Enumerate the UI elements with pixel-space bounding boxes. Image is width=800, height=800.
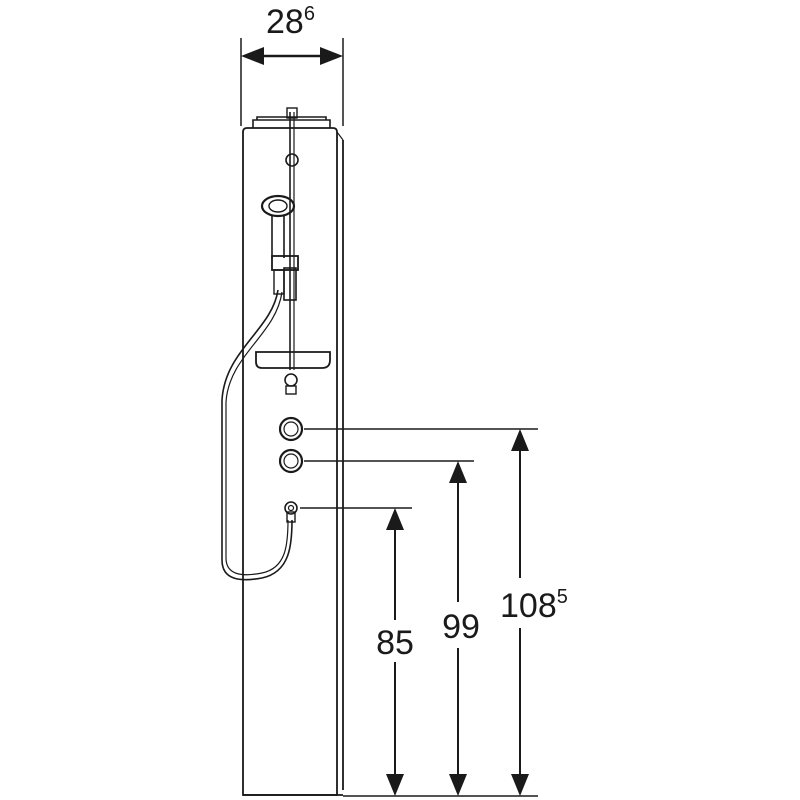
wall-outlet-center [287,504,295,512]
upper-control-height-label: 1085 [500,586,568,625]
rail-top-mount [286,107,298,119]
outlet-height-dimension: 85 [376,508,414,796]
hose-connector [273,269,285,295]
slider-holder [271,255,299,271]
shower-hose [221,289,293,581]
upper-control-knob-inner [283,421,299,437]
upper-control-arrow-bottom [511,774,529,796]
panel-top-cap [252,116,331,128]
lower-control-arrow-bottom [449,774,467,796]
width-arrow-left [241,47,264,65]
lower-control-knob [278,448,304,474]
rail-upper-bracket [285,153,299,167]
lower-control-arrow-top [449,461,467,483]
soap-shelf [255,351,331,369]
lower-control-knob-inner [283,453,299,469]
upper-control-height-dimension: 1085 [500,429,568,796]
outlet-arrow-top [386,508,404,530]
width-label: 286 [266,3,315,41]
upper-control-arrow-top [511,429,529,451]
width-dimension [240,38,344,126]
hand-shower-head [260,194,296,218]
width-arrow-right [320,47,343,65]
lower-control-height-label: 99 [442,608,480,646]
wall-outlet [284,501,298,515]
hand-shower-handle [271,215,285,258]
panel-side-edge-inner [336,131,344,141]
rail-lower-bracket [284,373,298,387]
upper-control-knob [278,416,304,442]
lower-control-height-dimension: 99 [442,461,480,796]
panel-outline [242,127,338,796]
wall-outlet-fitting [286,511,296,523]
outlet-arrow-bottom [386,774,404,796]
rail-lower-mount [285,385,297,395]
shower-hose-inner [225,291,289,576]
shower-panel [221,107,344,796]
hand-shower-face [268,199,288,213]
outlet-height-label: 85 [376,624,414,662]
